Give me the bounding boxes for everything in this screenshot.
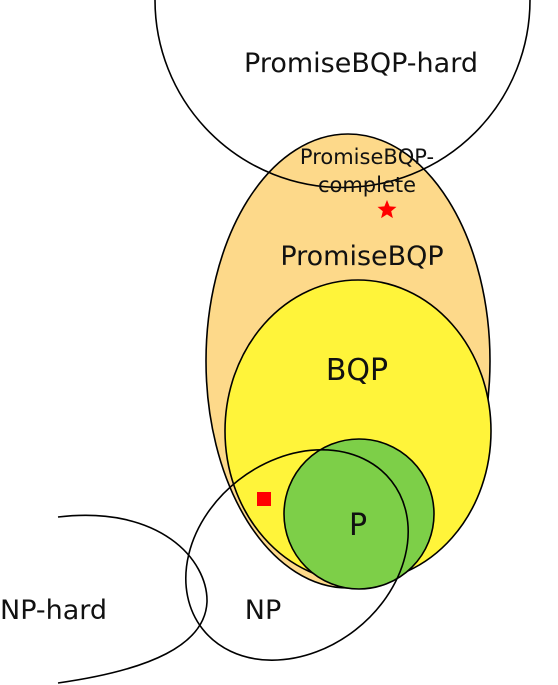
np-hard-boundary (57, 514, 208, 684)
np-boundary (185, 449, 409, 661)
promisebqp-label: PromiseBQP (280, 241, 443, 272)
bqp-label: BQP (326, 353, 388, 388)
promisebqp-hard-label: PromiseBQP-hard (244, 48, 478, 79)
star-marker (377, 200, 397, 219)
promisebqp-hard-boundary (154, 0, 531, 189)
promisebqp-complete-label-line1: PromiseBQP- (300, 145, 434, 169)
p-label: P (349, 508, 367, 543)
p-region (283, 438, 435, 590)
promisebqp-complete-label-line2: complete (318, 173, 416, 197)
np-hard-label: NP-hard (0, 595, 107, 626)
np-label: NP (245, 595, 281, 626)
square-marker (257, 492, 271, 506)
